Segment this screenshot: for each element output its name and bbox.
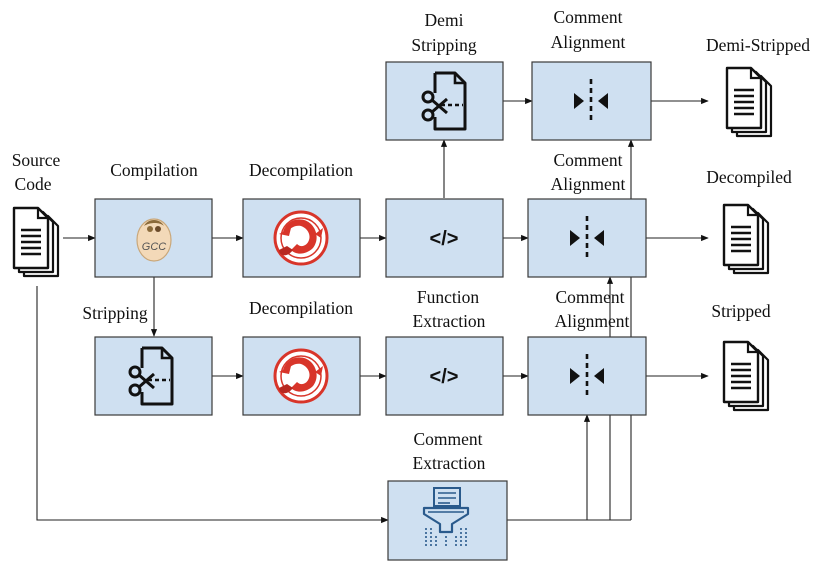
decompilation-top-node: Decompilation (242, 160, 361, 278)
comment-alignment-top-node: Comment Alignment (531, 7, 652, 141)
function-extraction-label-line1: Function (417, 287, 479, 307)
source-code-node: Source Code (12, 150, 61, 278)
comment-extraction-label-line1: Comment (413, 429, 482, 449)
gcc-text: GCC (142, 241, 167, 253)
comment-alignment-bottom-node: Comment Alignment (527, 287, 647, 416)
comment-alignment-top-label-line2: Alignment (551, 32, 626, 52)
gcc-icon: GCC (136, 218, 172, 262)
compilation-node: Compilation GCC (94, 160, 213, 278)
comment-alignment-mid-node: Comment Alignment (527, 150, 647, 278)
comment-alignment-bottom-label-line2: Alignment (555, 311, 630, 331)
stripped-label: Stripped (711, 301, 771, 321)
compilation-label: Compilation (110, 160, 198, 180)
code-top-box (385, 198, 504, 278)
dragon-icon (273, 210, 329, 266)
comment-alignment-top-label-line1: Comment (553, 7, 622, 27)
demi-stripping-node: Demi Stripping (385, 10, 504, 141)
document-stack-icon (725, 66, 773, 138)
stripping-label: Stripping (82, 303, 147, 323)
function-extraction-node: Function Extraction </> (385, 287, 504, 416)
source-code-label-line2: Code (15, 174, 52, 194)
decompilation-top-label: Decompilation (249, 160, 353, 180)
decompilation-bottom-label: Decompilation (249, 298, 353, 318)
comment-extraction-label-line2: Extraction (413, 453, 486, 473)
demi-stripped-output: Demi-Stripped (706, 35, 810, 138)
document-stack-icon (722, 203, 770, 275)
function-extraction-box (385, 336, 504, 416)
comment-alignment-mid-label-line2: Alignment (551, 174, 626, 194)
decompilation-bottom-node: Decompilation (242, 298, 361, 416)
source-code-label-line1: Source (12, 150, 61, 170)
document-stack-icon (12, 206, 60, 278)
code-brackets-icon: </> (430, 228, 459, 250)
comment-alignment-mid-label-line1: Comment (553, 150, 622, 170)
comment-extraction-node: Comment Extraction (387, 429, 508, 561)
code-brackets-icon: </> (430, 366, 459, 388)
stripping-node: Stripping (82, 303, 213, 416)
code-top-node: </> (385, 198, 504, 278)
arrow-source-to-comment-extraction (36, 286, 389, 524)
document-stack-icon (722, 340, 770, 412)
function-extraction-label-line2: Extraction (413, 311, 486, 331)
stripped-output: Stripped (711, 301, 771, 412)
dragon-icon (273, 348, 329, 404)
demi-stripping-label-line1: Demi (425, 10, 464, 30)
demi-stripping-label-line2: Stripping (411, 35, 476, 55)
comment-alignment-bottom-label-line1: Comment (555, 287, 624, 307)
decompiled-output: Decompiled (706, 167, 792, 275)
decompiled-label: Decompiled (706, 167, 792, 187)
demi-stripped-label: Demi-Stripped (706, 35, 810, 55)
comment-extraction-box (387, 480, 508, 561)
